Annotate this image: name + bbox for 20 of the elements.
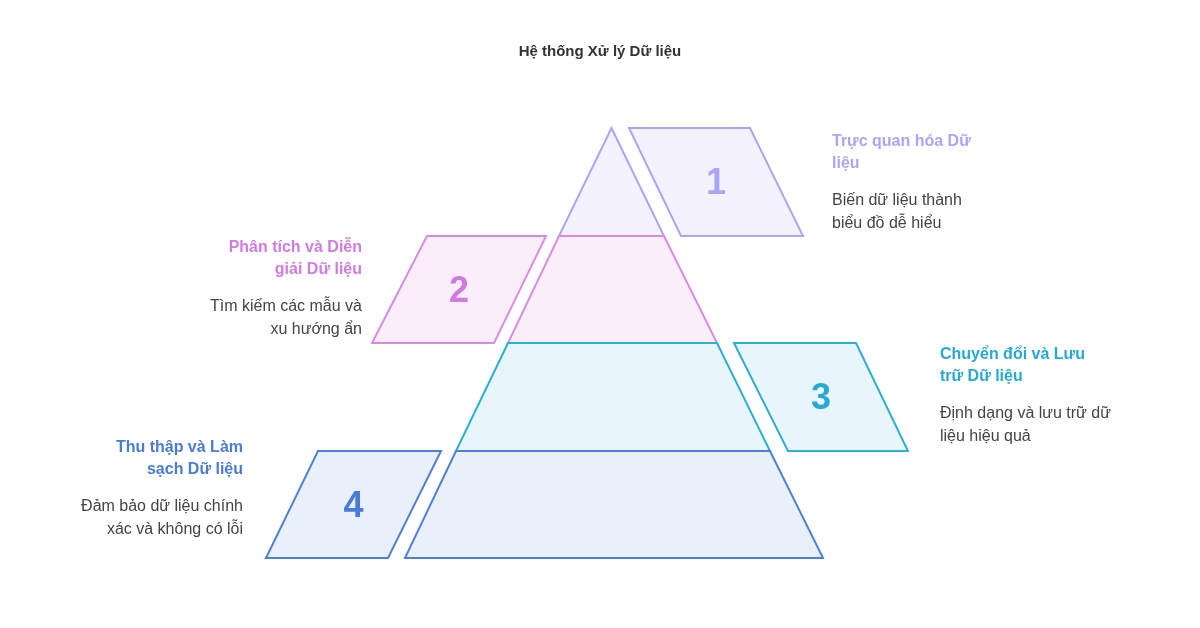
- step-description: Biến dữ liệu thành biểu đồ dễ hiểu: [832, 190, 963, 233]
- step-number: 2: [449, 271, 470, 308]
- step-heading: Phân tích và Diễn giải Dữ liệu: [227, 236, 362, 279]
- step-number: 1: [706, 164, 727, 200]
- step-heading: Thu thập và Làm sạch Dữ liệu: [114, 437, 243, 479]
- step-description: Tìm kiếm các mẫu và xu hướng ẩn: [208, 295, 362, 339]
- pyramid-layer: [508, 236, 717, 343]
- pyramid-layer: [456, 343, 770, 451]
- step-parallelogram: [266, 451, 441, 558]
- step-heading: Chuyển đổi và Lưu trữ Dữ liệu: [940, 344, 1086, 386]
- pyramid-top-triangle: [559, 128, 664, 236]
- step-number: 3: [811, 379, 832, 415]
- step-description: Đảm bảo dữ liệu chính xác và không có lỗi: [80, 496, 243, 539]
- step-parallelogram: [629, 128, 803, 236]
- step-number: 4: [343, 486, 364, 523]
- diagram-title: Hệ thống Xử lý Dữ liệu: [517, 42, 683, 59]
- step-description: Định dạng và lưu trữ dữ liệu hiệu quả: [940, 403, 1112, 446]
- step-parallelogram: [734, 343, 908, 451]
- step-parallelogram: [372, 236, 546, 343]
- step-heading: Trực quan hóa Dữ liệu: [832, 131, 972, 173]
